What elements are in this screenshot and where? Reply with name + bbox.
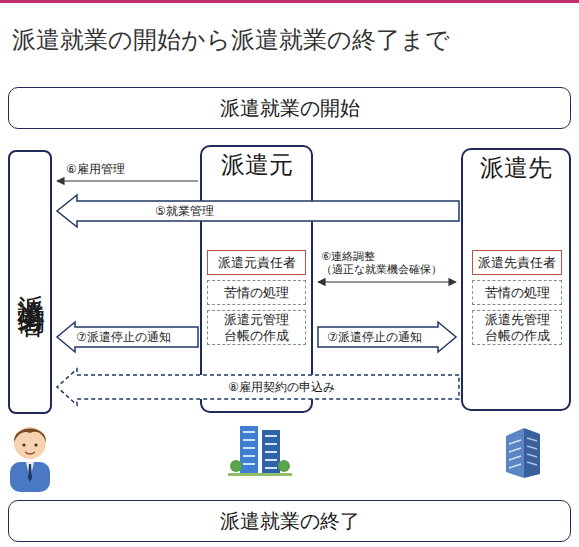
dispatcher-building-icon bbox=[228, 426, 292, 476]
tree bbox=[278, 460, 290, 472]
block-arrow bbox=[57, 369, 459, 405]
box-label: 派遣元管理 台帳の作成 bbox=[208, 312, 305, 344]
box-label: 派遣先責任者 bbox=[478, 255, 556, 271]
building-face bbox=[506, 428, 524, 478]
task-box: 苦情の処理 bbox=[472, 280, 562, 305]
worker-tie bbox=[28, 464, 32, 482]
building-windows bbox=[243, 432, 255, 464]
vertical-label: 派遣労働者 bbox=[13, 272, 47, 292]
box-label: 苦情の処理 bbox=[485, 285, 550, 301]
building-windows bbox=[527, 438, 537, 465]
edge-label: ⑧雇用契約の申込み bbox=[228, 380, 388, 394]
block-arrow bbox=[57, 322, 198, 352]
diagram-title: 派遣就業の開始から派遣就業の終了まで bbox=[12, 26, 450, 54]
worker-box: 派遣労働者 bbox=[8, 150, 52, 414]
worker-face bbox=[14, 427, 46, 459]
role-box: 派遣元責任者 bbox=[207, 250, 306, 275]
block-arrow bbox=[57, 195, 459, 227]
building-tower bbox=[262, 430, 280, 474]
box-label: 派遣先管理 台帳の作成 bbox=[473, 312, 561, 344]
arrow-line bbox=[57, 180, 198, 181]
block-arrow bbox=[318, 322, 456, 352]
role-box: 派遣先責任者 bbox=[472, 250, 562, 275]
edge-label: ⑤就業管理 bbox=[155, 204, 255, 218]
worker-eye bbox=[34, 443, 37, 446]
task-box: 苦情の処理 bbox=[207, 280, 306, 305]
box-label: 苦情の処理 bbox=[224, 285, 289, 301]
worker-mouth bbox=[25, 452, 35, 454]
worker-body bbox=[10, 462, 50, 492]
tree bbox=[230, 460, 242, 472]
phase-band: 派遣就業の終了 bbox=[8, 500, 571, 542]
edge-label: ⑦派遣停止の通知 bbox=[327, 330, 447, 344]
edge-label: ⑥連絡調整 （適正な就業機会確保） bbox=[321, 250, 459, 276]
box-label: 派遣元責任者 bbox=[218, 255, 296, 271]
edge-label: ⑦派遣停止の通知 bbox=[76, 330, 196, 344]
box-label: 派遣先 bbox=[463, 154, 569, 183]
task-box: 派遣元管理 台帳の作成 bbox=[207, 310, 306, 345]
building-windows bbox=[509, 440, 521, 468]
top-rule bbox=[0, 0, 579, 3]
box-label: 派遣就業の開始 bbox=[220, 96, 360, 120]
box-label: 派遣元 bbox=[202, 151, 311, 180]
worker-eye bbox=[22, 443, 25, 446]
party-box: 派遣元派遣元責任者苦情の処理派遣元管理 台帳の作成 bbox=[200, 145, 313, 413]
arrow-line bbox=[318, 281, 456, 282]
party-box: 派遣先派遣先責任者苦情の処理派遣先管理 台帳の作成 bbox=[461, 148, 571, 411]
phase-band: 派遣就業の開始 bbox=[8, 87, 571, 129]
edge-label: ⑥雇用管理 bbox=[66, 162, 166, 176]
building-tower bbox=[240, 426, 258, 474]
building-face bbox=[524, 428, 540, 478]
ground bbox=[228, 473, 292, 476]
task-box: 派遣先管理 台帳の作成 bbox=[472, 310, 562, 345]
box-label: 派遣就業の終了 bbox=[220, 509, 360, 533]
worker-icon bbox=[10, 427, 50, 492]
worker-hair bbox=[14, 429, 46, 443]
client-building-icon bbox=[506, 428, 540, 478]
building-windows bbox=[265, 436, 277, 468]
